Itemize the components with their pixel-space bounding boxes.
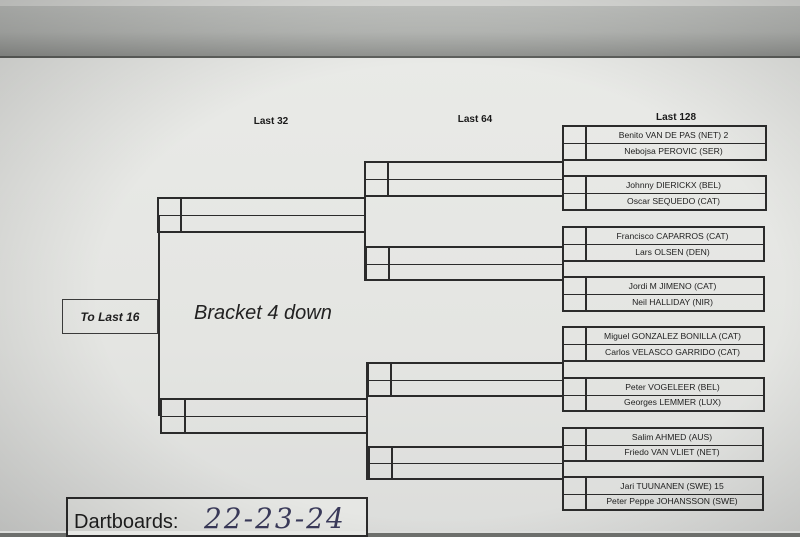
player-name: Nebojsa PEROVIC (SER) (624, 146, 723, 156)
player-name: Francisco CAPARROS (CAT) (616, 231, 729, 241)
player-name: Lars OLSEN (DEN) (635, 247, 710, 257)
match-box-last128-6: Peter VOGELEER (BEL) Georges LEMMER (LUX… (562, 377, 765, 412)
match-box-last128-4: Jordi M JIMENO (CAT) Neil HALLIDAY (NIR) (562, 276, 765, 312)
player-name: Carlos VELASCO GARRIDO (CAT) (605, 347, 740, 357)
header-last-64: Last 64 (457, 114, 493, 125)
match-box-last128-7: Salim AHMED (AUS) Friedo VAN VLIET (NET) (562, 427, 764, 462)
connector-line (364, 161, 366, 281)
match-box-last128-1: Benito VAN DE PAS (NET) 2 Nebojsa PEROVI… (562, 125, 767, 161)
player-name: Jari TUUNANEN (SWE) 15 (620, 480, 724, 491)
match-box-last64-4 (368, 446, 564, 480)
player-name: Johnny DIERICKX (BEL) (625, 180, 722, 190)
match-box-last32-1 (157, 197, 366, 233)
match-box-last64-3 (367, 362, 564, 397)
player-name: Peter Peppe JOHANSSON (SWE) (606, 496, 738, 507)
player-name: Peter VOGELEER (BEL) (625, 381, 720, 392)
player-name: Benito VAN DE PAS (NET) 2 (618, 130, 729, 140)
connector-line (366, 362, 368, 480)
match-box-last64-2 (365, 246, 564, 281)
match-box-last32-2 (160, 398, 368, 434)
match-box-last128-2: Johnny DIERICKX (BEL) Oscar SEQUEDO (CAT… (562, 175, 767, 211)
wall-background (0, 0, 800, 58)
bracket-note: Bracket 4 down (194, 302, 332, 324)
player-name: Neil HALLIDAY (NIR) (632, 297, 713, 307)
connector-line (158, 315, 160, 317)
player-name: Miguel GONZALEZ BONILLA (CAT) (604, 331, 741, 341)
player-name: Salim AHMED (AUS) (631, 431, 713, 442)
match-box-last128-3: Francisco CAPARROS (CAT) Lars OLSEN (DEN… (562, 226, 765, 262)
player-name: Oscar SEQUEDO (CAT) (627, 196, 720, 206)
dartboards-box: Dartboards: 22-23-24 (66, 497, 368, 537)
match-box-last128-5: Miguel GONZALEZ BONILLA (CAT) Carlos VEL… (562, 326, 765, 362)
match-box-last64-1 (364, 161, 564, 197)
dartboards-label: Dartboards: (74, 511, 179, 533)
to-last-16-box: To Last 16 (62, 299, 158, 334)
player-name: Friedo VAN VLIET (NET) (624, 447, 720, 458)
match-box-last128-8: Jari TUUNANEN (SWE) 15 Peter Peppe JOHAN… (562, 476, 764, 511)
header-last-128: Last 128 (655, 112, 697, 123)
dartboards-handwritten: 22-23-24 (204, 502, 346, 535)
player-name: Jordi M JIMENO (CAT) (628, 281, 717, 291)
player-name: Georges LEMMER (LUX) (624, 397, 721, 408)
header-last-32: Last 32 (253, 116, 289, 127)
